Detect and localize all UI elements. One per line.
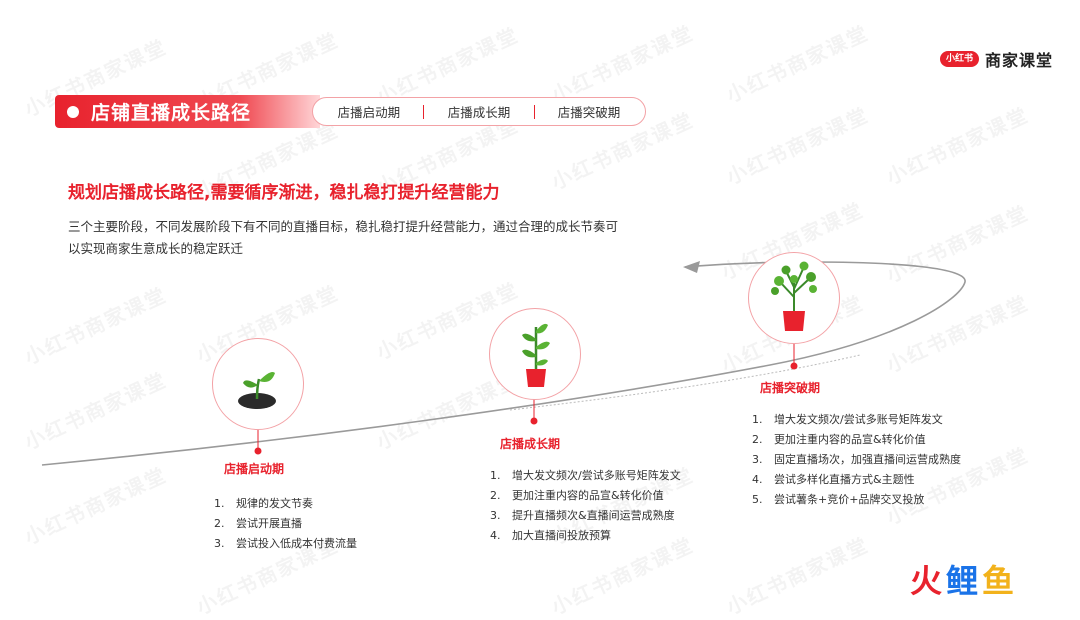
stage-tabs: 店播启动期 店播成长期 店播突破期 (312, 97, 646, 126)
sprout-icon (238, 372, 276, 409)
footer-logo: 火鲤鱼 (910, 562, 1019, 600)
stage-marker (790, 362, 798, 370)
tab-stage-growth[interactable]: 店播成长期 (447, 105, 511, 120)
stage-label-start: 店播启动期 (224, 462, 285, 476)
list-item: 3.尝试投入低成本付费流量 (214, 537, 357, 550)
intro-text: 三个主要阶段，不同发展阶段下有不同的直播目标，稳扎稳打提升经营能力，通过合理的成… (68, 219, 619, 256)
list-item: 4.加大直播间投放预算 (490, 529, 611, 542)
arrow-head-icon (683, 261, 700, 273)
tree-icon (771, 261, 817, 331)
list-item: 5.尝试薯条+竞价+品牌交叉投放 (752, 493, 925, 506)
section-banner: 店铺直播成长路径 (55, 95, 320, 128)
brand-pill: 小红书 (940, 51, 980, 67)
bullet-dot-icon (67, 105, 79, 118)
stage-circle-growth (489, 308, 581, 400)
stage-list-growth: 1.增大发文频次/尝试多账号矩阵发文 2.更加注重内容的品宣&转化价值 3.提升… (490, 466, 681, 546)
brand-logo: 小红书 商家课堂 (940, 47, 1053, 71)
list-item: 2.尝试开展直播 (214, 517, 302, 530)
list-item: 2.更加注重内容的品宣&转化价值 (752, 433, 926, 446)
list-item: 3.提升直播频次&直播间运营成熟度 (490, 509, 675, 522)
list-item: 4.尝试多样化直播方式&主题性 (752, 473, 915, 486)
stage-label-growth: 店播成长期 (500, 437, 561, 451)
list-item: 1.规律的发文节奏 (214, 497, 313, 510)
stage-label-breakthrough: 店播突破期 (760, 381, 821, 395)
stage-circle-start (212, 338, 304, 430)
list-item: 2.更加注重内容的品宣&转化价值 (490, 489, 664, 502)
list-item: 3.固定直播场次，加强直播间运营成熟度 (752, 453, 961, 466)
stage-marker (530, 417, 538, 425)
tab-stage-start[interactable]: 店播启动期 (337, 105, 401, 120)
stage-circle-breakthrough (748, 252, 840, 344)
headline: 规划店播成长路径,需要循序渐进，稳扎稳打提升经营能力 (68, 183, 500, 203)
stage-marker (254, 447, 262, 455)
page-title: 店铺直播成长路径 (91, 102, 252, 124)
list-item: 1.增大发文频次/尝试多账号矩阵发文 (752, 413, 943, 426)
stage-list-breakthrough: 1.增大发文频次/尝试多账号矩阵发文 2.更加注重内容的品宣&转化价值 3.固定… (752, 410, 961, 510)
tab-divider (423, 104, 425, 119)
list-item: 1.增大发文频次/尝试多账号矩阵发文 (490, 469, 681, 482)
brand-name: 商家课堂 (985, 51, 1054, 70)
potted-plant-icon (522, 323, 550, 387)
tab-stage-breakthrough[interactable]: 店播突破期 (557, 105, 621, 120)
path-shadow (509, 354, 861, 411)
stage-list-start: 1.规律的发文节奏 2.尝试开展直播 3.尝试投入低成本付费流量 (214, 494, 357, 554)
tab-divider (533, 104, 535, 119)
